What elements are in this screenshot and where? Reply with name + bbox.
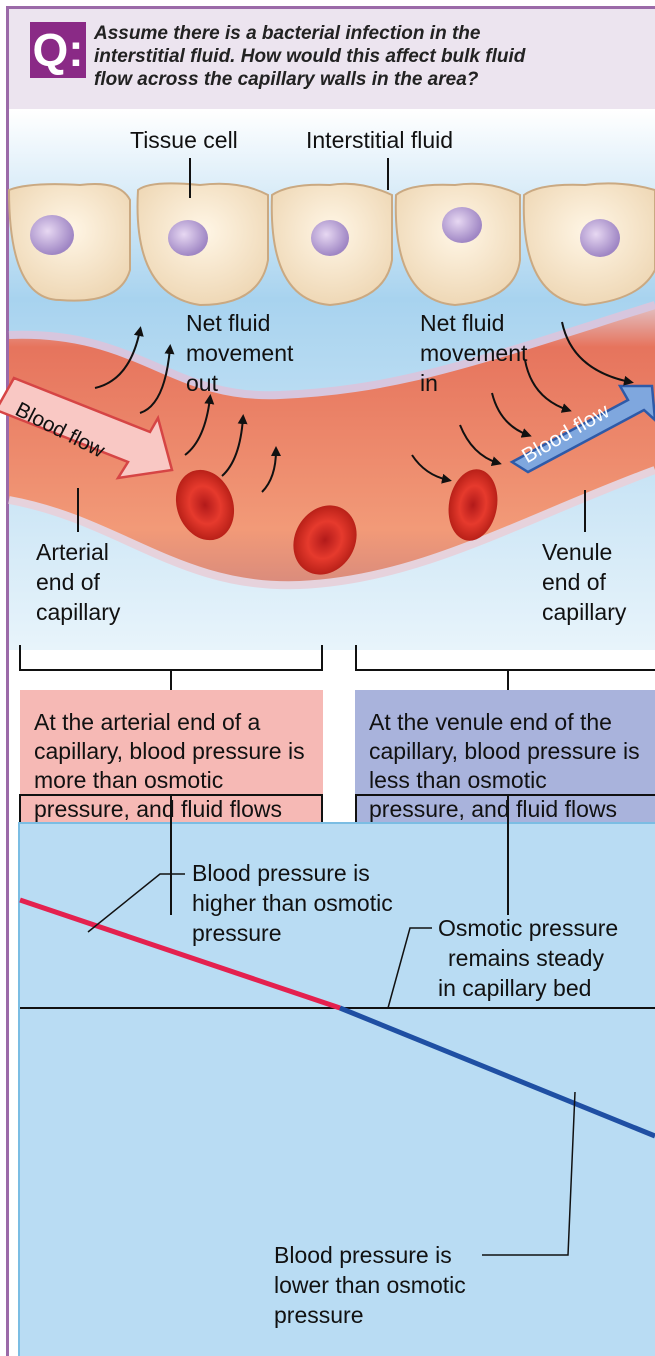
net-out-line1: Net fluid	[186, 308, 270, 338]
bp-lower-line3: pressure	[274, 1300, 363, 1330]
tissue-cell-label: Tissue cell	[130, 125, 238, 155]
net-in-line2: movement	[420, 338, 527, 368]
bp-lower-line2: lower than osmotic	[274, 1270, 466, 1300]
bp-higher-line3: pressure	[192, 918, 281, 948]
net-out-line3: out	[186, 368, 218, 398]
venule-bracket	[356, 645, 655, 690]
venule-line3: capillary	[542, 597, 626, 627]
bp-higher-line2: higher than osmotic	[192, 888, 393, 918]
osmotic-line1: Osmotic pressure	[438, 913, 618, 943]
arterial-line3: capillary	[36, 597, 120, 627]
tissue-cells	[9, 183, 655, 305]
net-out-line2: movement	[186, 338, 293, 368]
bp-higher-line1: Blood pressure is	[192, 858, 370, 888]
venule-line2: end of	[542, 567, 606, 597]
osmotic-line2: remains steady	[448, 943, 604, 973]
bp-lower-line1: Blood pressure is	[274, 1240, 452, 1270]
arterial-line1: Arterial	[36, 537, 109, 567]
arterial-line2: end of	[36, 567, 100, 597]
net-in-line1: Net fluid	[420, 308, 504, 338]
interstitial-fluid-label: Interstitial fluid	[306, 125, 453, 155]
arterial-bracket	[20, 645, 322, 690]
osmotic-line3: in capillary bed	[438, 973, 591, 1003]
net-in-line3: in	[420, 368, 438, 398]
venule-line1: Venule	[542, 537, 612, 567]
